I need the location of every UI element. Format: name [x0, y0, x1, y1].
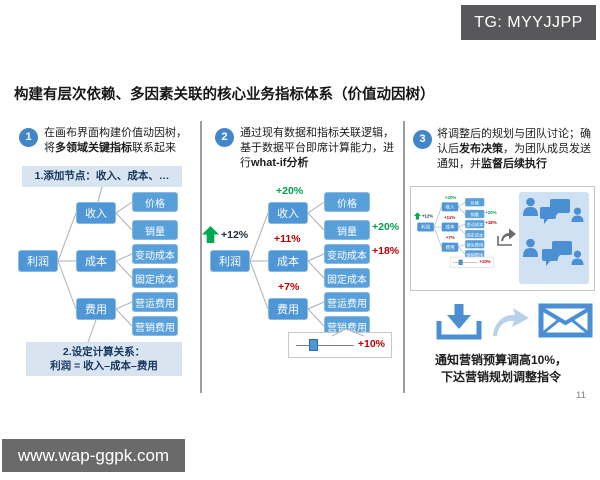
tree-connectors-graphic — [57, 186, 133, 343]
node-profit: 利润 — [210, 250, 250, 272]
caption-line-1: 通知营销预算调高10%， — [434, 353, 568, 367]
node-operating-expense: 营运费用 — [465, 240, 485, 249]
node-price: 价格 — [132, 192, 178, 212]
step-1-text-bold: 多领域关键指标 — [55, 142, 132, 154]
speech-bubbles-icon — [540, 199, 570, 224]
pct-volume: +20% — [372, 221, 400, 233]
node-fixed-cost: 固定成本 — [132, 268, 178, 288]
share-icon — [497, 228, 516, 246]
step-3-text: ，为团队成员发送通知，并 — [437, 143, 591, 170]
slider-value: +10% — [357, 338, 385, 350]
relation-title: 2.设定计算关系： — [62, 346, 146, 358]
node-cost: 成本 — [268, 250, 308, 272]
step-2-text-bold: what-if分析 — [251, 157, 309, 169]
node-volume: 销量 — [132, 220, 178, 240]
node-fixed-cost: 固定成本 — [324, 268, 370, 288]
node-price: 价格 — [324, 192, 370, 212]
person-icon — [523, 238, 538, 257]
watermark-badge: www.wap-ggpk.com — [2, 439, 185, 472]
page-number: 11 — [576, 390, 586, 401]
node-variable-cost: 变动成本 — [132, 244, 178, 264]
pct-volume: +20% — [485, 210, 497, 216]
step-2-header: 通过现有数据和指标关联逻辑，基于数据平台即席计算能力，进行what-if分析 — [240, 126, 396, 171]
node-profit: 利润 — [18, 250, 58, 272]
node-volume: 销量 — [465, 209, 485, 219]
pct-cost: +11% — [444, 215, 456, 221]
step-3-text-bold: 发布决策 — [459, 143, 503, 155]
step-3-header: 将调整后的规划与团队讨论；确认后发布决策，为团队成员发送通知，并监督后续执行 — [437, 127, 593, 172]
slider-track — [296, 345, 354, 346]
pct-revenue: +20% — [444, 195, 457, 201]
forward-arrow-icon — [493, 308, 529, 336]
green-up-arrow-icon — [202, 226, 219, 243]
discussion-panel: +12% +20% +11% +7% +20% +18% 利润 收入 成本 费用… — [410, 186, 595, 291]
pct-variable-cost: +18% — [485, 220, 497, 226]
step-2-badge: 2 — [215, 128, 234, 147]
node-expense: 费用 — [441, 242, 459, 252]
node-expense: 费用 — [268, 298, 308, 320]
node-cost: 成本 — [76, 250, 116, 272]
driver-tree-step2: +12% +20% +11% +7% +20% +18% 利润 收入 成本 费用… — [200, 180, 400, 370]
node-operating-expense: 营运费用 — [324, 292, 370, 312]
speech-bubbles-icon — [542, 241, 572, 266]
person-icon — [523, 197, 538, 216]
discussion-area — [519, 192, 589, 284]
step-1-text: 联系起来 — [132, 142, 176, 154]
person-icon — [571, 207, 584, 222]
notification-caption: 通知营销预算调高10%， 下达营销规划调整指令 — [406, 352, 596, 386]
page-title: 构建有层次依赖、多因素关联的核心业务指标体系（价值动因树） — [14, 87, 435, 103]
node-marketing-expense: 营销费用 — [132, 316, 178, 336]
slider-handle — [309, 339, 318, 351]
step-1-badge: 1 — [19, 128, 38, 147]
section-divider — [200, 121, 202, 393]
pct-expense: +7% — [278, 281, 300, 293]
node-variable-cost: 变动成本 — [465, 219, 485, 229]
slider-notch-graphic — [331, 328, 365, 337]
annotation-set-relation: 2.设定计算关系： 利润 = 收入–成本–费用 — [26, 342, 182, 376]
caption-line-2: 下达营销规划调整指令 — [440, 370, 561, 384]
slider-value: +10% — [479, 259, 491, 265]
node-revenue: 收入 — [441, 202, 459, 212]
relation-formula: 利润 = 收入–成本–费用 — [50, 360, 158, 372]
whatif-slider: +10% — [449, 256, 494, 268]
tg-badge: TG: MYYJJPP — [461, 5, 596, 40]
node-volume: 销量 — [324, 220, 370, 240]
tree-connectors-graphic — [249, 201, 325, 327]
node-price: 价格 — [465, 198, 485, 207]
slider-handle — [458, 259, 463, 265]
green-up-arrow-icon — [413, 212, 421, 220]
node-revenue: 收入 — [76, 202, 116, 224]
node-cost: 成本 — [441, 222, 459, 232]
section-divider — [403, 121, 405, 393]
node-operating-expense: 营运费用 — [132, 292, 178, 312]
pct-profit: +12% — [421, 213, 434, 219]
pct-revenue: +20% — [276, 185, 304, 197]
step-3-text: 将调整后的规划与团队讨论；确认后 — [437, 128, 591, 155]
download-icon — [436, 304, 482, 340]
step-1-header: 在画布界面构建价值动因树，将多领域关键指标联系起来 — [44, 126, 196, 156]
pct-profit: +12% — [221, 229, 249, 241]
pct-cost: +11% — [274, 233, 301, 245]
node-revenue: 收入 — [268, 202, 308, 224]
pct-expense: +7% — [445, 235, 455, 241]
driver-tree-step1: 1.添加节点：收入、成本、… 利润 收入 成本 费用 价格 销量 变动成本 固定… — [8, 160, 200, 380]
node-expense: 费用 — [76, 298, 116, 320]
email-icon — [538, 303, 593, 338]
pct-variable-cost: +18% — [372, 245, 400, 257]
step-3-text-bold: 监督后续执行 — [481, 158, 547, 170]
step-2-text: 通过现有数据和指标关联逻辑，基于数据平台即席计算能力，进行 — [240, 127, 394, 169]
node-variable-cost: 变动成本 — [324, 244, 370, 264]
step-1-text: 在画布界面构建价值动因树，将 — [44, 127, 187, 154]
annotation-add-nodes: 1.添加节点：收入、成本、… — [22, 166, 182, 187]
person-icon — [571, 250, 584, 265]
mini-driver-tree: +12% +20% +11% +7% +20% +18% 利润 收入 成本 费用… — [413, 193, 497, 273]
step-3-badge: 3 — [413, 130, 432, 149]
node-fixed-cost: 固定成本 — [465, 229, 485, 239]
node-profit: 利润 — [417, 222, 434, 232]
tree-connectors-graphic — [433, 201, 466, 255]
